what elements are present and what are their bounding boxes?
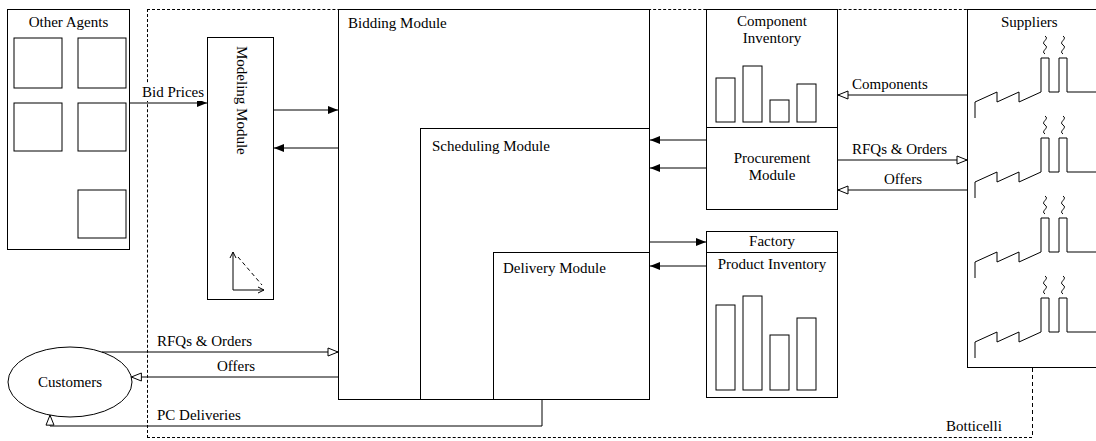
chart-icon bbox=[230, 252, 236, 258]
customers-ellipse: Customers bbox=[7, 346, 133, 418]
factory-icon bbox=[1062, 276, 1065, 294]
inventory-box: Component Inventory bbox=[706, 9, 838, 128]
node-title: Procurement Module bbox=[722, 150, 822, 184]
label-anchor: Offers bbox=[882, 171, 924, 188]
agent-squares bbox=[14, 103, 62, 151]
chart-icon bbox=[233, 252, 264, 290]
factory-icon bbox=[1044, 36, 1047, 54]
agent-boundary: Botticelli Modeling Module Bidding ModuleS… bbox=[147, 9, 1032, 438]
inventory-bars bbox=[716, 305, 735, 390]
node-title: Component Inventory bbox=[717, 13, 827, 47]
factory-icon bbox=[1062, 196, 1065, 214]
inventory-bars bbox=[797, 318, 816, 390]
factory-icon bbox=[1044, 116, 1047, 134]
factory-box: Factory bbox=[706, 231, 838, 253]
inventory-bars bbox=[797, 84, 816, 122]
edge-label: Components bbox=[850, 76, 930, 93]
flow-arrow bbox=[650, 140, 706, 141]
flow-arrow bbox=[650, 242, 706, 243]
factory-icon bbox=[1062, 36, 1065, 54]
dashed-boundary-edge bbox=[1032, 368, 1033, 438]
agents-box: Other Agents bbox=[7, 9, 130, 250]
factory-icon bbox=[975, 196, 1096, 278]
factory-icon bbox=[975, 276, 1096, 358]
node-title: Suppliers bbox=[1001, 14, 1058, 31]
node-title: Product Inventory bbox=[718, 256, 827, 273]
factory-icon bbox=[975, 116, 1096, 198]
factory-icon bbox=[1044, 196, 1047, 214]
node-title: Factory bbox=[749, 233, 795, 250]
node-title: Botticelli bbox=[946, 418, 1002, 435]
agent-squares bbox=[78, 190, 126, 238]
edge-label: RFQs & Orders bbox=[155, 333, 254, 350]
factory-icon bbox=[975, 36, 1096, 358]
node-title: Customers bbox=[38, 374, 102, 391]
flow-arrow bbox=[838, 160, 967, 161]
flow-arrow bbox=[102, 352, 338, 353]
node-title: Scheduling Module bbox=[432, 138, 550, 155]
dashed-boundary-edge bbox=[1032, 368, 1033, 438]
agent-squares bbox=[78, 38, 126, 88]
inventory-bars bbox=[770, 335, 789, 390]
flow-arrow bbox=[50, 400, 542, 426]
factory-icon bbox=[975, 138, 1096, 198]
vertical-title: Modeling Module bbox=[233, 46, 250, 155]
flow-arrow bbox=[650, 266, 706, 267]
label-anchor: Components bbox=[850, 76, 930, 93]
label-anchor: RFQs & Orders bbox=[850, 141, 949, 158]
edge-label: RFQs & Orders bbox=[850, 141, 949, 158]
agent-squares bbox=[78, 103, 126, 151]
ellipse-outline bbox=[8, 347, 132, 417]
inventory-bars bbox=[716, 66, 816, 390]
node-title: Bidding Module bbox=[348, 15, 447, 32]
node-title: Delivery Module bbox=[503, 260, 606, 277]
factory-icon bbox=[975, 58, 1096, 118]
edge-label: Bid Prices bbox=[140, 84, 206, 101]
factory-icon bbox=[1062, 116, 1065, 134]
inventory-bars bbox=[743, 66, 762, 122]
factory-icon bbox=[975, 218, 1096, 278]
suppliers-box: Suppliers bbox=[967, 9, 1096, 368]
factory-icon bbox=[975, 298, 1096, 358]
edge-label: PC Deliveries bbox=[155, 407, 243, 424]
flow-arrow bbox=[274, 148, 338, 149]
flow-arrow bbox=[131, 377, 338, 378]
inventory-bars bbox=[743, 296, 762, 390]
module-box: Modeling Module bbox=[207, 37, 274, 300]
edge-label: Offers bbox=[215, 358, 257, 375]
chart-icon bbox=[238, 257, 262, 285]
flow-arrow bbox=[274, 110, 338, 111]
module-box: Procurement Module bbox=[706, 127, 838, 210]
agent-squares bbox=[14, 38, 126, 238]
flow-arrow bbox=[838, 95, 967, 96]
flow-arrow bbox=[650, 168, 706, 169]
inventory-box: Product Inventory bbox=[706, 252, 838, 398]
label-anchor: PC Deliveries bbox=[155, 407, 243, 424]
agent-squares bbox=[14, 38, 62, 88]
label-anchor: Bid Prices bbox=[140, 84, 206, 101]
edge-label: Offers bbox=[882, 171, 924, 188]
module-box: Bidding ModuleScheduling ModuleDelivery … bbox=[338, 9, 650, 400]
factory-icon bbox=[1044, 276, 1047, 294]
inventory-bars bbox=[770, 100, 789, 122]
inventory-bars bbox=[716, 78, 735, 122]
label-anchor: RFQs & Orders bbox=[155, 333, 254, 350]
chart-icon bbox=[258, 287, 264, 293]
node-title: Other Agents bbox=[29, 14, 109, 31]
flow-arrow bbox=[130, 103, 207, 104]
module-box: Delivery Module bbox=[493, 252, 650, 400]
label-anchor: Offers bbox=[215, 358, 257, 375]
factory-icon bbox=[975, 36, 1096, 118]
flow-arrow bbox=[838, 190, 967, 191]
module-box: Scheduling ModuleDelivery Module bbox=[420, 128, 650, 400]
chart-icon bbox=[230, 252, 264, 293]
